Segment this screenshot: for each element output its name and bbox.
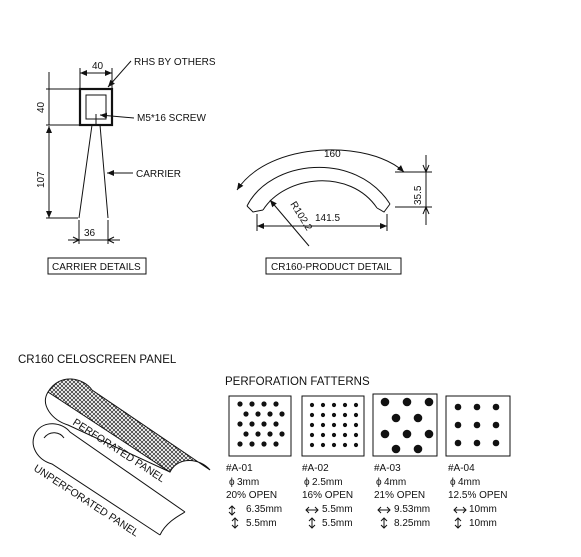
- leader-rhs: [107, 60, 132, 88]
- pitch-h-marker: [453, 506, 467, 514]
- pattern-dia: 4mm: [458, 477, 480, 488]
- pattern-code: #A-03: [374, 463, 401, 474]
- leader-screw: [99, 112, 135, 119]
- pattern-open: 20% OPEN: [226, 490, 277, 501]
- pitch-h-marker: [377, 506, 391, 514]
- pattern-dia: 3mm: [237, 477, 259, 488]
- pattern-a03-swatch: [372, 393, 438, 457]
- pattern-a02-swatch: [301, 395, 365, 457]
- pattern-a01-swatch: [228, 395, 292, 457]
- label-carrier: CARRIER: [136, 169, 181, 180]
- pattern-pitch-h: 6.35mm: [246, 504, 282, 515]
- pattern-pitch-h: 9.53mm: [394, 504, 430, 515]
- pattern-a03-specs: #A-03 ϕ 4mm 21% OPEN 9.53mm 8.25mm: [374, 463, 430, 529]
- carrier-body: [78, 124, 109, 219]
- pitch-h-marker: [305, 506, 319, 514]
- rhs-outer: [78, 87, 114, 127]
- diameter-symbol: ϕ: [450, 477, 456, 488]
- pattern-a02-specs: #A-02 ϕ 2.5mm 16% OPEN 5.5mm 5.5mm: [302, 463, 353, 529]
- profile-outer: [246, 166, 391, 207]
- carrier-details: 40 40 107 36 RHS BY OTHERS M5*16 SCREW C…: [36, 57, 216, 275]
- unperforated-panel: [35, 423, 186, 513]
- label-screw: M5*16 SCREW: [137, 113, 206, 124]
- pattern-open: 12.5% OPEN: [448, 490, 507, 501]
- dim-radius-text: R102.2: [287, 200, 314, 234]
- dim-height-text: 107: [36, 171, 47, 188]
- dim-width-text: 141.5: [315, 213, 340, 224]
- pitch-v-marker: [308, 517, 316, 529]
- caption-carrier: CARRIER DETAILS: [52, 262, 141, 273]
- pitch-h-marker: [228, 505, 236, 516]
- dim-arc-line: [236, 149, 405, 191]
- celoscreen-panel: CR160 CELOSCREEN PANEL PERFORATED PANEL …: [18, 354, 211, 539]
- dim-bottom-text: 36: [84, 228, 96, 239]
- pattern-pitch-v: 5.5mm: [246, 518, 277, 529]
- pattern-pitch-v: 10mm: [469, 518, 497, 529]
- dim-height-text-product: 35.5: [413, 185, 424, 205]
- product-detail: 160 R102.2 141.5 35.5 CR160-PRODUCT DETA…: [236, 149, 432, 275]
- caption-product: CR160-PRODUCT DETAIL: [271, 262, 392, 273]
- pattern-code: #A-02: [302, 463, 329, 474]
- pattern-dia: 2.5mm: [312, 477, 343, 488]
- diameter-symbol: ϕ: [376, 477, 382, 488]
- diameter-symbol: ϕ: [304, 477, 310, 488]
- dim-top-text: 40: [92, 61, 104, 72]
- pattern-pitch-v: 5.5mm: [322, 518, 353, 529]
- pattern-open: 21% OPEN: [374, 490, 425, 501]
- pattern-pitch-h: 10mm: [469, 504, 497, 515]
- dim-arc-text: 160: [324, 149, 341, 160]
- panel-title: CR160 CELOSCREEN PANEL: [18, 354, 177, 366]
- dim-side-text: 40: [36, 101, 47, 113]
- label-rhs: RHS BY OTHERS: [134, 57, 216, 68]
- pitch-v-marker: [231, 517, 239, 529]
- profile-inner: [262, 180, 378, 211]
- caption-box-product: [265, 257, 402, 275]
- pattern-code: #A-04: [448, 463, 475, 474]
- pattern-a01-specs: #A-01 ϕ 3mm 20% OPEN 6.35mm 5.5mm: [226, 463, 282, 529]
- pitch-v-marker: [380, 517, 388, 529]
- label-unperforated: UNPERFORATED PANEL: [31, 462, 141, 539]
- caption-box-carrier: [47, 257, 147, 275]
- patterns-title: PERFORATION FATTERNS: [225, 376, 370, 388]
- diameter-symbol: ϕ: [229, 477, 235, 488]
- pattern-a04-specs: #A-04 ϕ 4mm 12.5% OPEN 10mm 10mm: [448, 463, 507, 529]
- pattern-dia: 4mm: [384, 477, 406, 488]
- perforated-panel: [47, 378, 211, 473]
- perforation-patterns: PERFORATION FATTERNS: [225, 376, 511, 529]
- pitch-v-marker: [454, 517, 462, 529]
- pattern-code: #A-01: [226, 463, 253, 474]
- pattern-open: 16% OPEN: [302, 490, 353, 501]
- pattern-pitch-h: 5.5mm: [322, 504, 353, 515]
- pattern-a04-swatch: [445, 395, 511, 457]
- pattern-pitch-v: 8.25mm: [394, 518, 430, 529]
